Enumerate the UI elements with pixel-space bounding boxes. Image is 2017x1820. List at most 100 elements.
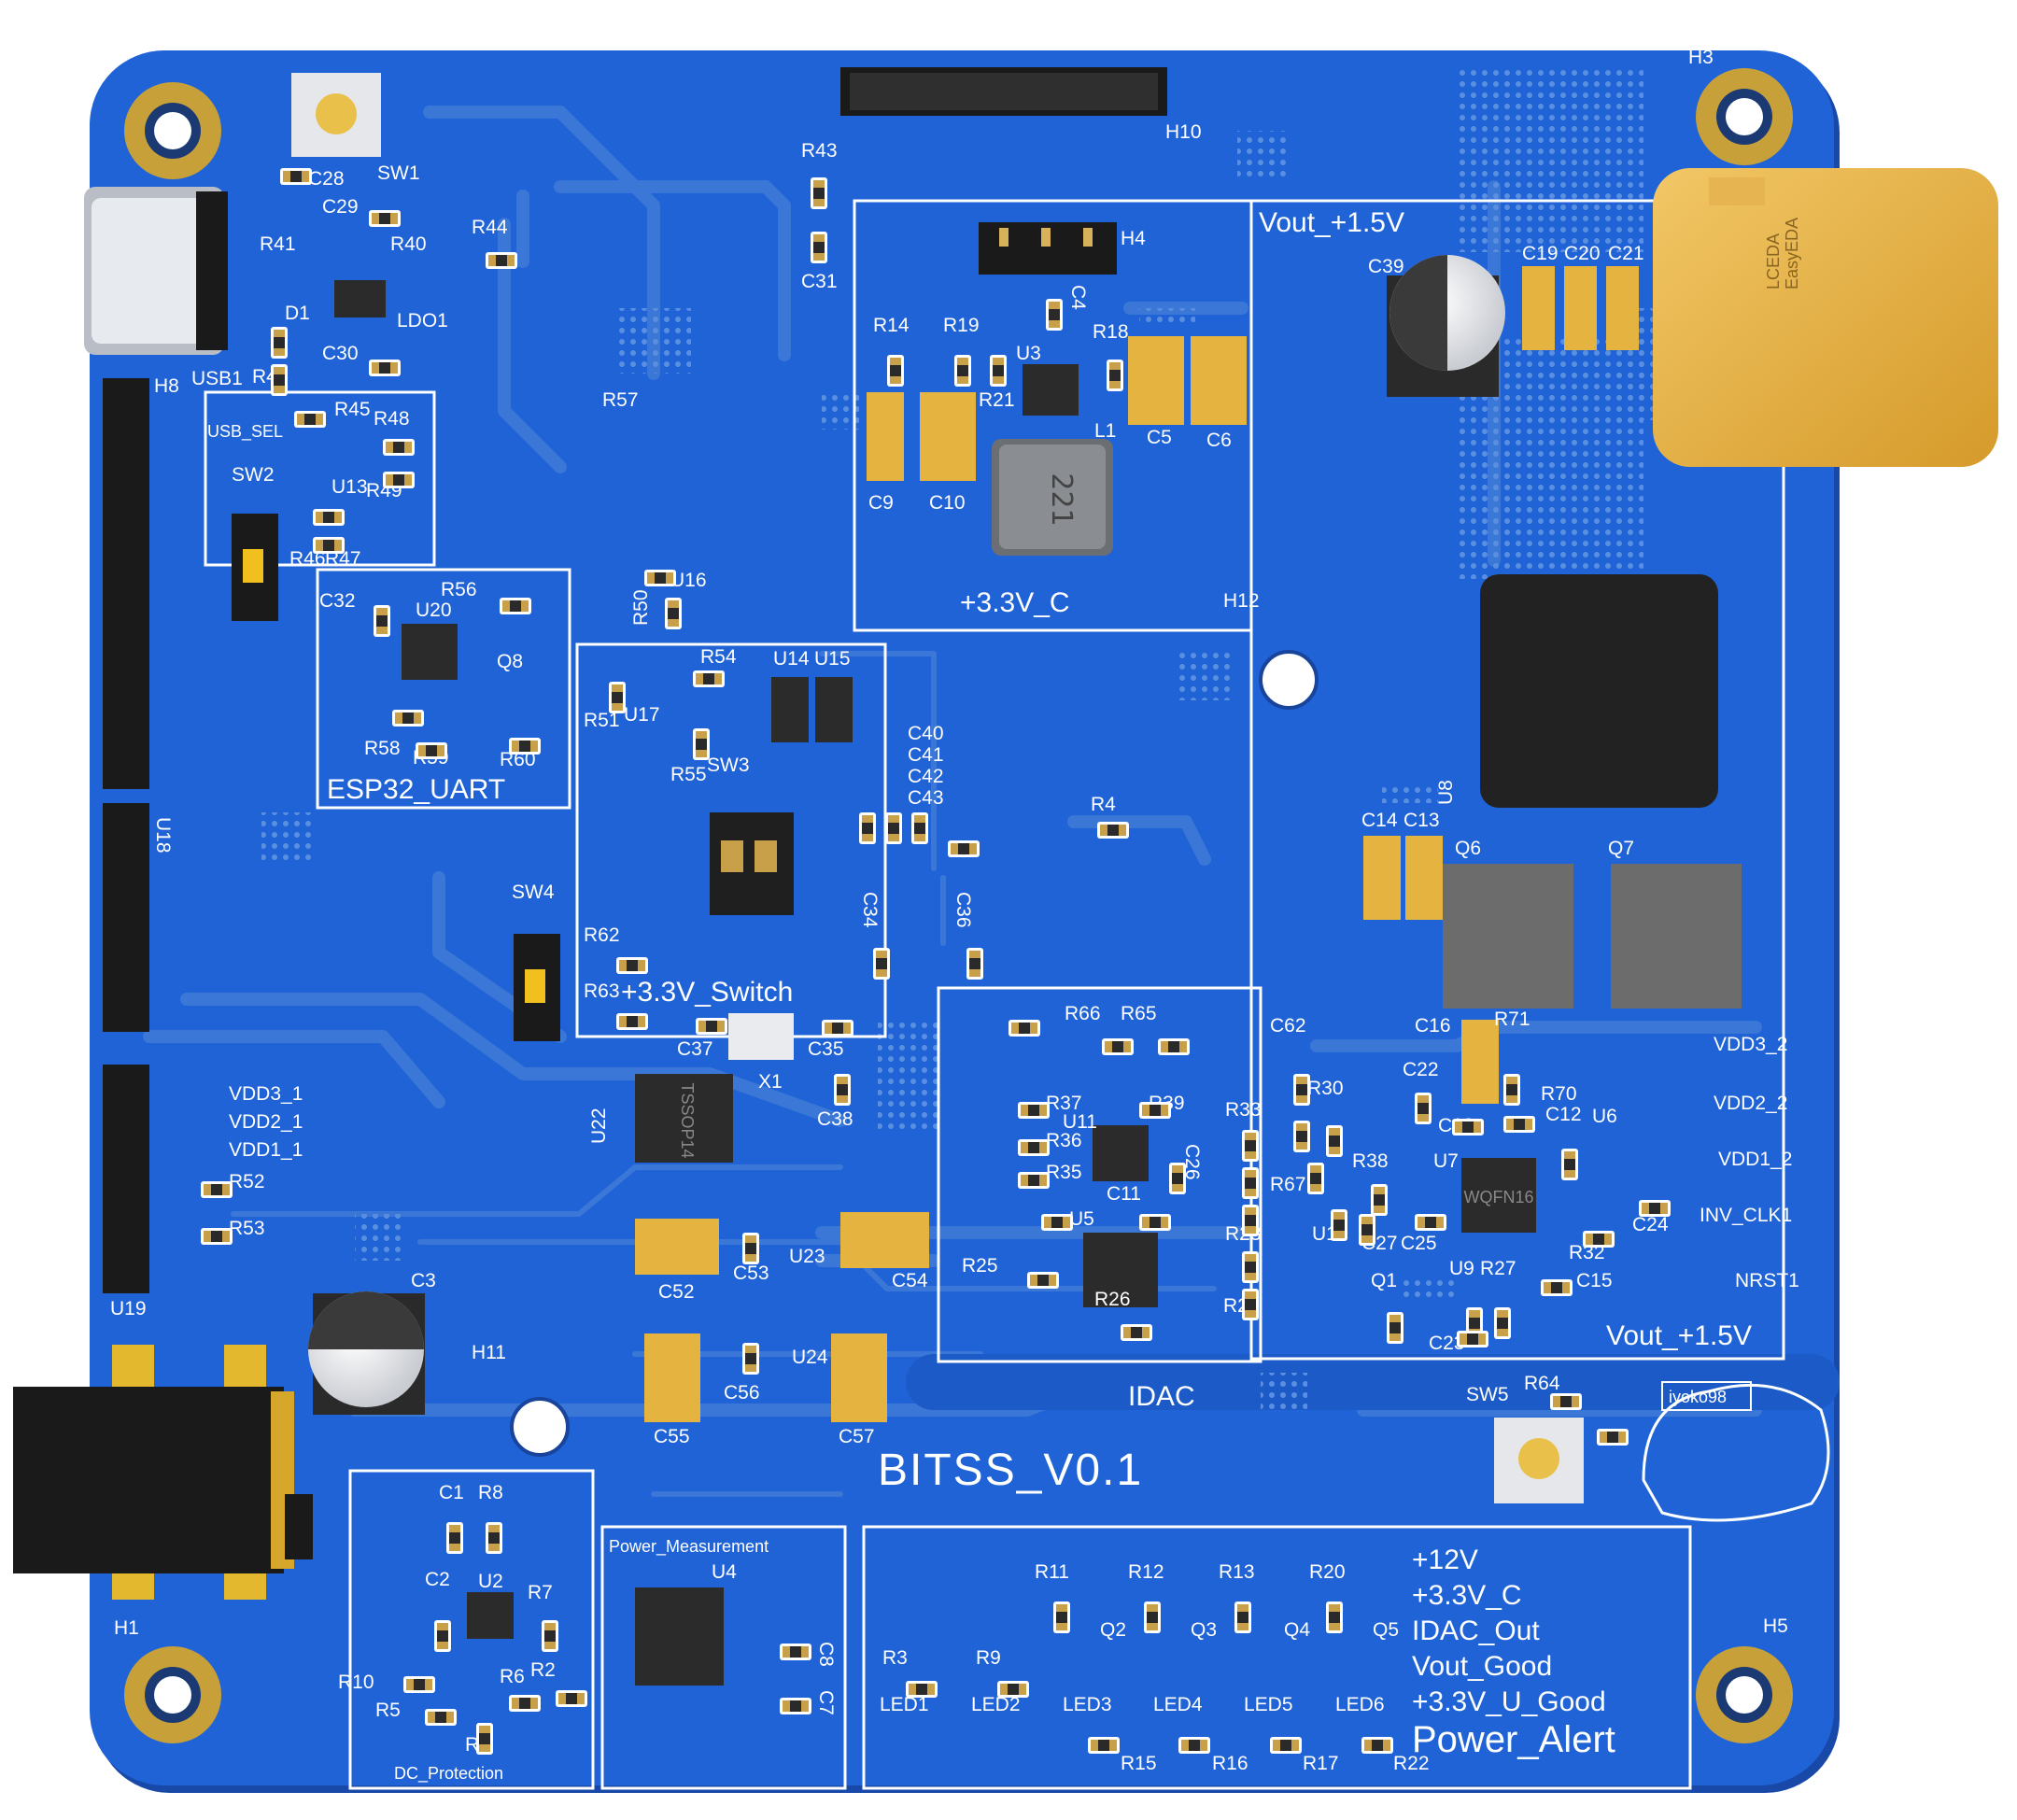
ref-r16: R16 [1212, 1753, 1248, 1774]
smd-passive [1359, 1214, 1375, 1246]
ref-r56: R56 [441, 579, 477, 600]
section-labels: ESP32_UART USB_SEL +3.3V_Switch +3.3V_C … [207, 207, 1752, 1784]
ref-r62: R62 [584, 924, 620, 946]
smd-passive [383, 439, 415, 456]
drill-hole [1259, 650, 1319, 710]
ref-c8: C8 [815, 1642, 837, 1667]
drill-hole [510, 1397, 570, 1457]
smd-passive [693, 728, 710, 760]
ic-u11 [1093, 1125, 1149, 1181]
section-outlines [204, 199, 1785, 1790]
smd-passive [313, 537, 345, 554]
ref-sw3: SW3 [707, 755, 750, 776]
tactile-switch-sw1[interactable] [291, 73, 381, 157]
ref-r36: R36 [1046, 1130, 1082, 1151]
ref-r38: R38 [1352, 1150, 1389, 1172]
ref-r12: R12 [1128, 1561, 1164, 1583]
ref-c14: C14 [1361, 810, 1398, 831]
ref-c55: C55 [654, 1426, 690, 1447]
ref-d1: D1 [285, 303, 310, 324]
smd-passive [294, 411, 326, 428]
mounting-hole-tl [124, 82, 221, 179]
ref-c36: C36 [952, 892, 974, 928]
ref-c34: C34 [859, 892, 881, 928]
smd-passive [1234, 1601, 1251, 1633]
smd-passive [1494, 1307, 1511, 1339]
ic-u3 [1023, 364, 1079, 416]
ref-q6: Q6 [1455, 838, 1481, 859]
ref-c31: C31 [801, 271, 838, 292]
tp-vdd2-2: VDD2_2 [1714, 1093, 1787, 1114]
smd-passive [911, 812, 928, 844]
ref-c9: C9 [868, 492, 894, 514]
dip-switch-sw4[interactable] [514, 934, 560, 1041]
tp-vdd1-2: VDD1_2 [1718, 1149, 1792, 1170]
dip-switch-sw2[interactable] [232, 514, 278, 621]
ref-h12: H12 [1223, 590, 1260, 612]
smd-passive [1139, 1102, 1171, 1119]
ref-r70: R70 [1541, 1083, 1577, 1105]
smd-passive [201, 1181, 233, 1198]
ref-u22: U22 [588, 1108, 610, 1144]
smd-passive [1139, 1214, 1171, 1231]
smd-passive [1107, 360, 1123, 391]
smd-passive [1270, 1737, 1302, 1754]
hand-drawn-logo: iyoko98 [1642, 1381, 1830, 1522]
inductor-marking: 221 [1045, 473, 1078, 526]
ref-u13: U13 [331, 476, 368, 498]
smd-passive [1018, 1102, 1050, 1119]
ic-u2 [467, 1592, 514, 1639]
ref-r18: R18 [1093, 321, 1129, 343]
ref-c23: C23 [1429, 1333, 1465, 1354]
smd-passive [1008, 1020, 1040, 1037]
ref-r11: R11 [1035, 1561, 1069, 1583]
smd-passive [1597, 1429, 1629, 1446]
ref-r50: R50 [630, 589, 652, 626]
mounting-hole-br [1696, 1646, 1793, 1743]
ref-c22: C22 [1403, 1059, 1439, 1080]
ref-c1: C1 [439, 1482, 464, 1503]
ref-r15: R15 [1121, 1753, 1157, 1774]
ref-r44: R44 [472, 217, 508, 238]
dip-switch-sw3[interactable] [710, 812, 794, 915]
ref-r65: R65 [1121, 1003, 1157, 1024]
ref-c19: C19 [1522, 243, 1559, 264]
ref-r45: R45 [334, 399, 371, 420]
ref-led2: LED2 [971, 1694, 1021, 1715]
smd-passive [392, 710, 424, 727]
label-vout-bottom: Vout_+1.5V [1606, 1320, 1752, 1351]
ref-r52: R52 [229, 1171, 265, 1192]
ref-l1: L1 [1094, 420, 1116, 442]
smd-passive [500, 598, 531, 614]
ref-led4: LED4 [1153, 1694, 1203, 1715]
pin-header-u18 [103, 803, 149, 1032]
smd-passive [859, 812, 876, 844]
ref-q2: Q2 [1100, 1619, 1126, 1641]
smd-passive [434, 1620, 451, 1652]
ref-r54: R54 [700, 646, 737, 668]
smd-passive [1541, 1279, 1573, 1296]
smd-passive [954, 355, 971, 387]
smd-passive [742, 1233, 759, 1264]
smd-passive [271, 364, 288, 396]
ref-r57: R57 [602, 389, 639, 411]
smd-passives [201, 168, 1671, 1755]
designators: H3 H10 H4 H12 H8 H1 H11 H5 U18 U19 U8 SW… [110, 47, 1788, 1774]
smd-passive [1457, 1331, 1488, 1347]
label-power-measurement: Power_Measurement [609, 1537, 769, 1557]
ref-u24: U24 [792, 1347, 828, 1368]
smd-passive [416, 742, 447, 759]
ref-sw4: SW4 [512, 882, 555, 903]
smd-passive [1121, 1324, 1152, 1341]
smd-passive [1452, 1119, 1484, 1136]
ic-u14 [771, 677, 809, 742]
smd-passive [1041, 1214, 1073, 1231]
lceda-logo-text: LCEDA [1764, 233, 1783, 289]
ref-u6: U6 [1592, 1106, 1617, 1127]
ic-u20 [402, 624, 458, 680]
ref-r53: R53 [229, 1218, 265, 1239]
smd-passive [542, 1620, 558, 1652]
smd-passive [446, 1522, 463, 1554]
tactile-switch-sw5[interactable] [1494, 1418, 1584, 1503]
mounting-holes [124, 68, 1793, 1743]
